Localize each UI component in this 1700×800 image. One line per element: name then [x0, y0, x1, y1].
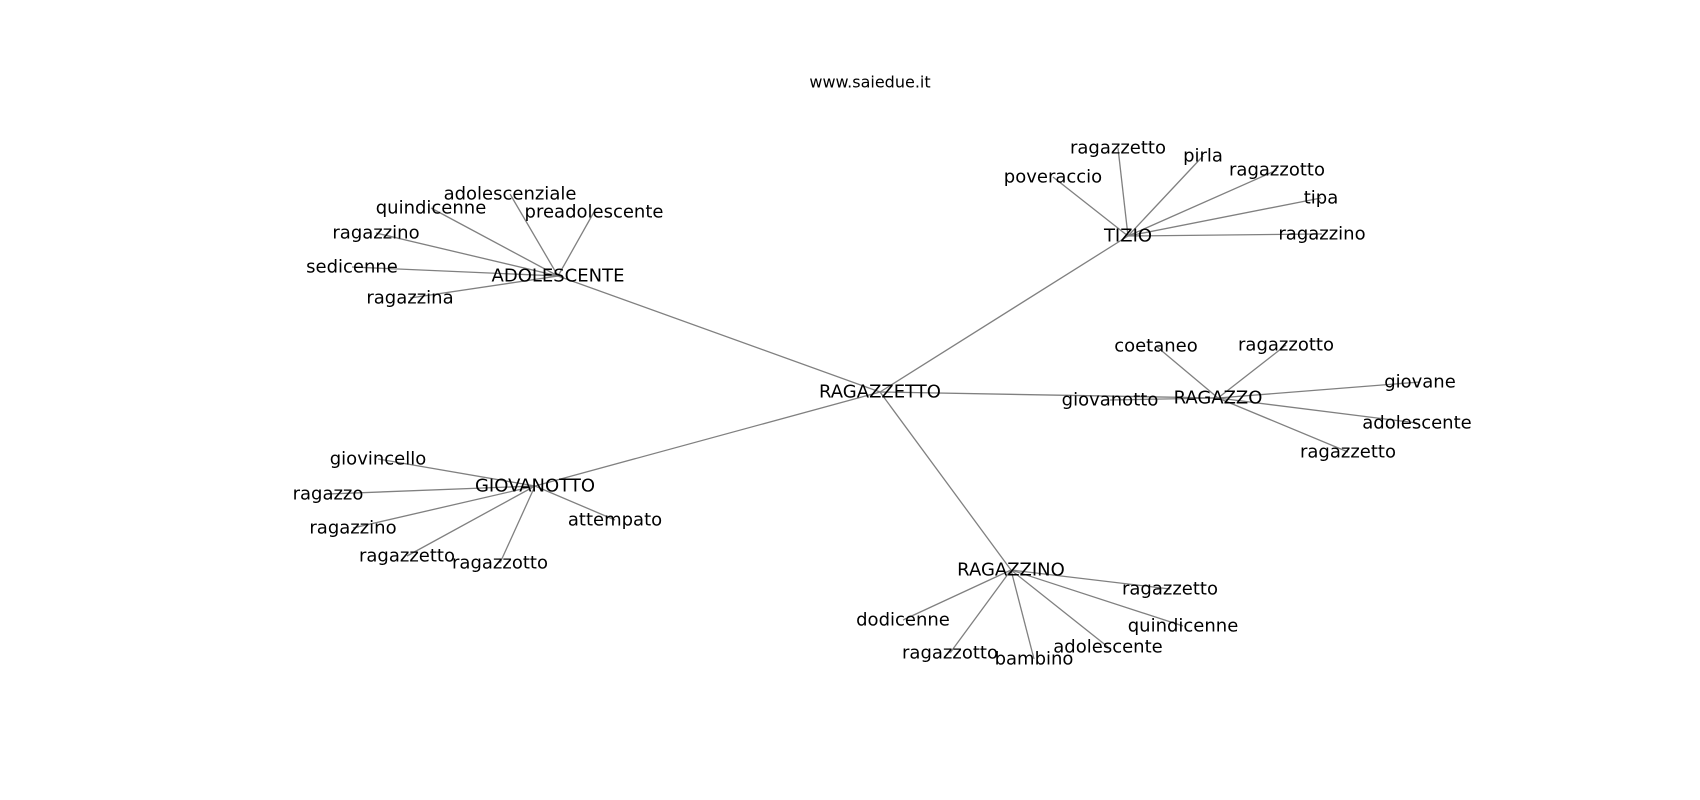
node-label-tizio-6: ragazzino	[1278, 224, 1365, 245]
node-label-tizio-5: tipa	[1304, 188, 1339, 209]
edge-ragazzino-rino-3	[1010, 569, 1184, 627]
node-label-giov-6: ragazzotto	[452, 553, 548, 574]
node-label-giov-2: ragazzo	[293, 484, 364, 505]
node-label-giov-1: giovincello	[330, 449, 427, 470]
edge-ragazzo-ragazzo-2	[1217, 344, 1287, 399]
edge-center-ragazzo	[879, 391, 1219, 399]
watermark-text: www.saiedue.it	[809, 72, 931, 92]
node-label-rino-4: adolescente	[1053, 637, 1162, 658]
node-label-tizio-3: poveraccio	[1004, 167, 1102, 188]
node-label-tizio: TIZIO	[1103, 226, 1152, 247]
node-label-ragazzino: RAGAZZINO	[957, 560, 1065, 581]
node-label-giov-4: ragazzino	[309, 518, 396, 539]
node-label-rino-6: bambino	[995, 649, 1074, 670]
node-label-adol-1: adolescenziale	[444, 184, 577, 205]
node-label-adol-2: quindicenne	[376, 198, 487, 219]
edge-adolescente-adol-3	[557, 211, 595, 277]
node-label-tizio-2: pirla	[1183, 146, 1223, 167]
edge-ragazzino-rino-2	[902, 569, 1012, 621]
edge-tizio-tizio-6	[1127, 233, 1323, 237]
node-label-rino-2: dodicenne	[856, 610, 950, 631]
edge-giovanotto-giov-6	[499, 485, 536, 564]
node-label-giov-5: ragazzetto	[359, 546, 455, 567]
node-label-rino-3: quindicenne	[1128, 616, 1239, 637]
node-label-ragazzo-4: giovanotto	[1062, 390, 1159, 411]
node-label-ragazzo-2: ragazzotto	[1238, 335, 1334, 356]
node-label-ragazzo-5: adolescente	[1362, 413, 1471, 434]
edge-giovanotto-giov-3	[534, 485, 616, 521]
labels-layer: RAGAZZETTO TIZIO ragazzetto pirla poveraccio…	[293, 138, 1472, 670]
edge-giovanotto-giov-5	[406, 485, 536, 557]
edge-ragazzino-rino-5	[949, 569, 1012, 654]
edge-tizio-tizio-3	[1052, 176, 1129, 237]
edge-adolescente-adol-4	[375, 232, 559, 277]
edge-ragazzo-ragazzo-1	[1155, 345, 1219, 399]
edge-ragazzino-rino-1	[1010, 569, 1171, 590]
node-label-ragazzo-6: ragazzetto	[1300, 442, 1396, 463]
node-label-ragazzo: RAGAZZO	[1174, 388, 1263, 409]
edge-tizio-tizio-1	[1117, 147, 1129, 237]
node-label-center: RAGAZZETTO	[819, 382, 941, 403]
node-label-giovanotto: GIOVANOTTO	[475, 476, 595, 497]
node-label-adolescente: ADOLESCENTE	[492, 266, 625, 287]
edge-center-adolescente	[557, 275, 881, 393]
edge-giovanotto-giov-2	[327, 485, 536, 495]
edge-ragazzo-ragazzo-4	[1109, 397, 1219, 401]
edge-tizio-tizio-4	[1127, 169, 1278, 237]
node-label-adol-6: ragazzina	[366, 288, 453, 309]
edges-layer	[327, 147, 1421, 660]
node-label-rino-1: ragazzetto	[1122, 579, 1218, 600]
node-label-adol-3: preadolescente	[525, 202, 664, 223]
edge-center-giovanotto	[534, 391, 881, 487]
edge-tizio-tizio-5	[1127, 197, 1322, 237]
edge-adolescente-adol-1	[509, 193, 559, 277]
node-label-adol-5: sedicenne	[306, 257, 398, 278]
edge-tizio-tizio-2	[1127, 155, 1204, 237]
edge-ragazzo-ragazzo-6	[1217, 397, 1349, 453]
edge-adolescente-adol-6	[409, 275, 559, 299]
edge-ragazzino-rino-6	[1010, 569, 1035, 660]
edge-ragazzo-ragazzo-5	[1217, 397, 1418, 424]
edge-giovanotto-giov-1	[377, 458, 536, 487]
edge-adolescente-adol-2	[430, 207, 559, 277]
edge-center-ragazzino	[879, 391, 1012, 571]
node-label-rino-5: ragazzotto	[902, 643, 998, 664]
node-label-giov-3: attempato	[568, 510, 662, 531]
edge-adolescente-adol-5	[351, 266, 559, 277]
node-label-ragazzo-1: coetaneo	[1114, 336, 1198, 357]
node-label-ragazzo-3: giovane	[1384, 372, 1456, 393]
edge-giovanotto-giov-4	[352, 485, 536, 529]
edge-center-tizio	[879, 235, 1129, 393]
node-label-tizio-4: ragazzotto	[1229, 160, 1325, 181]
node-label-adol-4: ragazzino	[332, 223, 419, 244]
edge-ragazzo-ragazzo-3	[1217, 381, 1421, 399]
node-label-tizio-1: ragazzetto	[1070, 138, 1166, 159]
edge-ragazzino-rino-4	[1010, 569, 1109, 648]
